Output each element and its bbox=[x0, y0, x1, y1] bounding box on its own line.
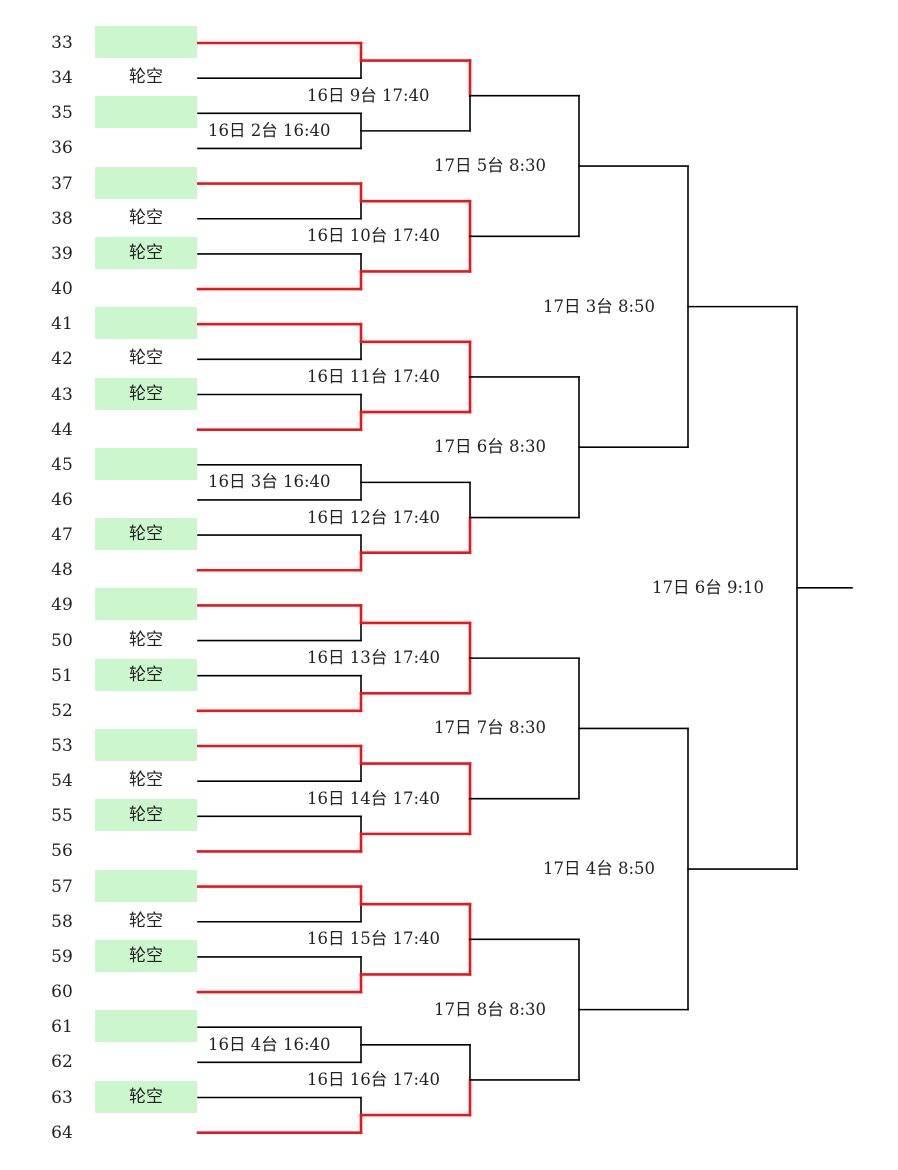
slot-number: 50 bbox=[51, 630, 73, 651]
match-label-r3: 17日 5台 8:30 bbox=[434, 156, 547, 176]
slot-entry bbox=[95, 869, 197, 902]
match-label-r2: 16日 10台 17:40 bbox=[307, 226, 441, 246]
match-label-r2: 16日 9台 17:40 bbox=[307, 85, 430, 105]
match-label-r4: 17日 4台 8:50 bbox=[543, 859, 656, 879]
slot-number: 55 bbox=[51, 806, 73, 827]
match-label-r1: 16日 3台 16:40 bbox=[208, 472, 331, 492]
slot-number: 54 bbox=[51, 771, 73, 792]
slot-entry: 轮空 bbox=[95, 1080, 197, 1113]
slot-number: 56 bbox=[51, 841, 73, 862]
slot-entry bbox=[95, 729, 197, 761]
slot-entry: 轮空 bbox=[129, 207, 163, 228]
slot-number: 37 bbox=[51, 173, 73, 194]
slot-number: 63 bbox=[51, 1087, 73, 1108]
slot-entry bbox=[95, 1045, 197, 1077]
slot-number: 51 bbox=[51, 665, 73, 686]
slot-entry bbox=[95, 307, 197, 340]
slot-number: 46 bbox=[51, 489, 73, 510]
slot-number: 34 bbox=[51, 68, 73, 89]
slot-entry bbox=[95, 588, 197, 621]
slot-entry bbox=[95, 1116, 197, 1148]
slot-number: 48 bbox=[51, 560, 73, 581]
slot-number: 61 bbox=[51, 1017, 73, 1038]
match-label-r2: 16日 16台 17:40 bbox=[307, 1069, 441, 1089]
slot-number: 59 bbox=[51, 946, 73, 967]
slot-number: 53 bbox=[51, 736, 73, 756]
slot-number: 58 bbox=[51, 911, 73, 932]
slot-number: 60 bbox=[51, 982, 73, 1003]
slot-entry bbox=[95, 26, 197, 58]
slot-entry bbox=[95, 447, 197, 480]
slot-entry: 轮空 bbox=[129, 348, 163, 369]
match-label-r2: 16日 14台 17:40 bbox=[307, 788, 441, 808]
slot-entry bbox=[95, 483, 197, 515]
slot-number: 35 bbox=[51, 103, 73, 124]
slot-entry: 轮空 bbox=[95, 939, 197, 972]
slot-entry: 轮空 bbox=[95, 658, 197, 691]
slot-entry: 轮空 bbox=[129, 629, 163, 650]
slot-number: 45 bbox=[51, 454, 73, 475]
slot-number: 39 bbox=[51, 243, 73, 264]
match-label-final: 17日 6台 9:10 bbox=[652, 577, 765, 597]
slot-entry: 轮空 bbox=[95, 518, 197, 551]
slot-entry: 轮空 bbox=[129, 910, 163, 931]
slot-entry: 轮空 bbox=[95, 799, 197, 832]
match-label-r4: 17日 3台 8:50 bbox=[543, 296, 656, 316]
slot-number: 52 bbox=[51, 700, 73, 721]
slot-number: 62 bbox=[51, 1052, 73, 1073]
slot-number: 33 bbox=[51, 33, 73, 53]
slot-entry bbox=[95, 272, 197, 304]
slot-entry: 轮空 bbox=[95, 377, 197, 410]
slot-entry: 轮空 bbox=[129, 67, 163, 88]
match-label-r3: 17日 6台 8:30 bbox=[434, 437, 547, 457]
slot-entry bbox=[95, 975, 197, 1007]
slot-entry bbox=[95, 1010, 197, 1043]
slot-entry bbox=[95, 834, 197, 866]
slot-entry bbox=[95, 96, 197, 129]
slot-number: 36 bbox=[51, 138, 73, 159]
slot-number: 57 bbox=[51, 876, 73, 897]
match-label-r3: 17日 7台 8:30 bbox=[434, 718, 547, 738]
slot-entry: 轮空 bbox=[129, 770, 163, 791]
slot-number: 47 bbox=[51, 525, 73, 546]
slot-number: 43 bbox=[51, 384, 73, 405]
slot-number: 40 bbox=[51, 279, 73, 300]
match-label-r2: 16日 15台 17:40 bbox=[307, 929, 441, 949]
slot-entry bbox=[95, 131, 197, 163]
match-label-r2: 16日 13台 17:40 bbox=[307, 648, 441, 668]
slot-number: 41 bbox=[51, 314, 73, 335]
slot-number: 38 bbox=[51, 208, 73, 229]
match-label-r1: 16日 2台 16:40 bbox=[208, 120, 331, 140]
match-label-r2: 16日 12台 17:40 bbox=[307, 507, 441, 527]
slot-number: 42 bbox=[51, 349, 73, 370]
match-label-r1: 16日 4台 16:40 bbox=[208, 1034, 331, 1054]
match-label-r3: 17日 8台 8:30 bbox=[434, 999, 547, 1019]
slot-entry: 轮空 bbox=[95, 236, 197, 269]
slot-number: 49 bbox=[51, 595, 73, 616]
slot-entry bbox=[95, 413, 197, 445]
slot-entry bbox=[95, 553, 197, 585]
slot-number: 64 bbox=[51, 1122, 73, 1143]
slot-number: 44 bbox=[51, 419, 73, 440]
match-label-r2: 16日 11台 17:40 bbox=[307, 366, 441, 386]
slot-entry bbox=[95, 166, 197, 199]
slot-entry bbox=[95, 694, 197, 726]
